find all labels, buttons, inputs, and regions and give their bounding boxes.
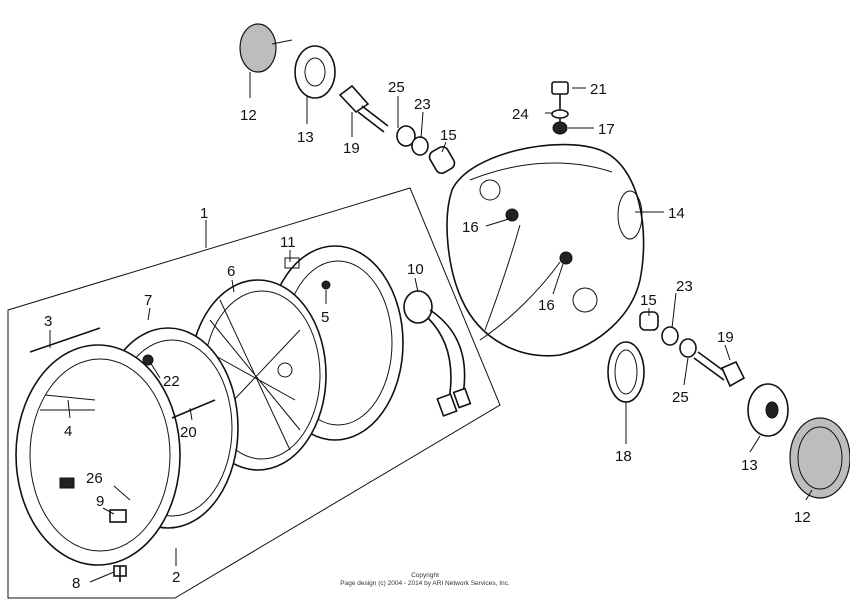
callout-1: 1 [200,205,208,222]
callout-6: 6 [227,263,235,280]
part-13-top-grommet [294,45,336,99]
leader-lines [49,72,813,583]
callout-17: 17 [598,121,615,138]
callout-16-bottom: 16 [538,297,555,314]
callout-7: 7 [144,292,152,309]
callout-8: 8 [72,575,80,592]
part-19-top-bolt [338,84,389,133]
part-12-right-cap [789,417,850,499]
part-3-screw [29,327,101,353]
part-2-headlight-rim [15,344,181,566]
callout-9: 9 [96,493,104,510]
callout-13-right: 13 [741,457,758,474]
callout-3: 3 [44,313,52,330]
part-15-top-collar [428,146,456,174]
callout-2: 2 [172,569,180,586]
callout-12-right: 12 [794,509,811,526]
callout-4: 4 [64,423,72,440]
assembly-group-outline [7,187,501,599]
part-12-top-cap [239,23,293,73]
callout-15-top: 15 [440,127,457,144]
copyright-title: Copyright [411,572,439,579]
callout-15-right: 15 [640,292,657,309]
callout-11: 11 [280,234,296,251]
callout-19-right: 19 [717,329,734,346]
part-19-right-bolt [693,351,746,388]
callout-10: 10 [407,261,424,278]
callout-labels: 1 2 3 4 5 6 7 8 9 10 11 12 12 13 13 14 1… [44,79,811,592]
part-13-right-grommet [747,383,789,437]
callout-18: 18 [615,448,632,465]
copyright-notice: Page design (c) 2004 - 2014 by ARI Netwo… [340,580,510,587]
callout-13-top: 13 [297,129,314,146]
callout-12-top: 12 [240,107,257,124]
callout-26: 26 [86,470,103,487]
callout-19-top: 19 [343,140,360,157]
callout-16-top: 16 [462,219,479,236]
callout-22: 22 [163,373,180,390]
callout-20: 20 [180,424,197,441]
callout-5: 5 [321,309,329,326]
callout-14: 14 [668,205,685,222]
part-23-right-washer [661,326,679,346]
part-8-screw [113,565,127,582]
callout-21: 21 [590,81,607,98]
part-25-right-washer [679,338,697,358]
callout-25-right: 25 [672,389,689,406]
callout-24: 24 [512,106,529,123]
part-23-top-washer [411,136,429,156]
part-10-socket-wiring [403,290,472,417]
part-25-top-washer [396,125,416,147]
callout-23-top: 23 [414,96,431,113]
part-21-24-17-bolt-set [551,81,569,135]
part-20-screw [171,399,216,419]
part-18-ring [607,341,645,403]
callout-25-top: 25 [388,79,405,96]
callout-23-right: 23 [676,278,693,295]
part-14-headlight-case [446,143,645,357]
